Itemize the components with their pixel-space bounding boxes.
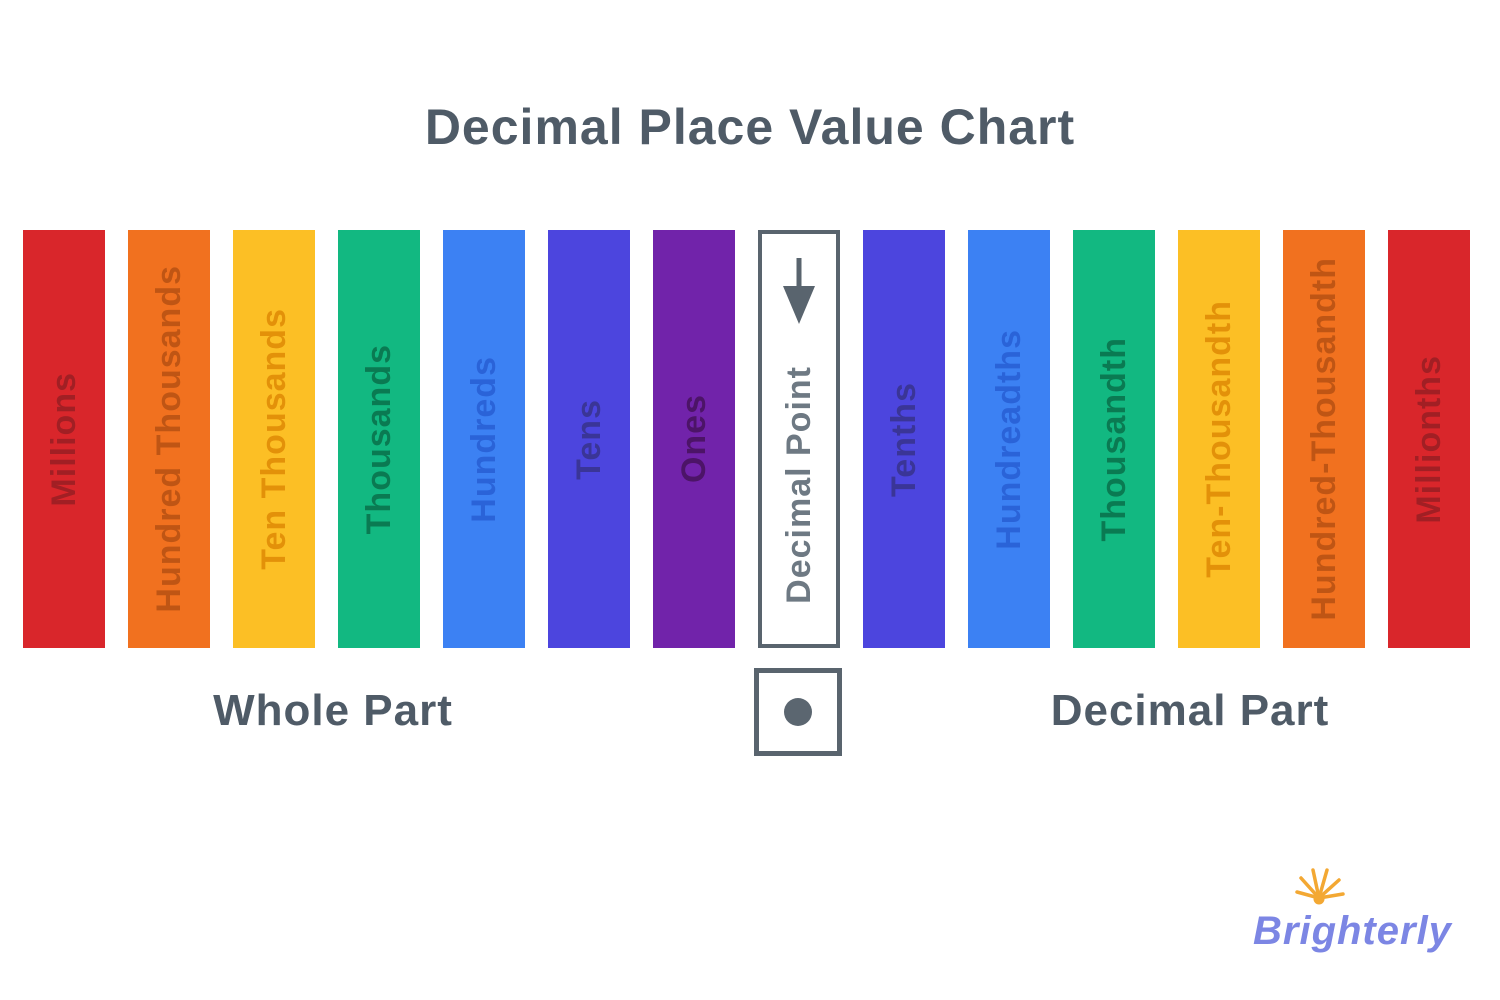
whole-part-label: Whole Part [213,686,453,735]
place-value-bar-ten-thousandth: Ten-Thousandth [1178,230,1260,648]
place-value-bar-tens: Tens [548,230,630,648]
place-value-bar-hundreds: Hundreds [443,230,525,648]
place-value-bar-hundred-thousands: Hundred Thousands [128,230,210,648]
decimal-part-label: Decimal Part [1050,686,1330,735]
place-value-bar-label: Millionths [1409,354,1448,524]
place-value-bar-decimal-point: Decimal Point [758,230,840,648]
page-title: Decimal Place Value Chart [424,99,1076,155]
place-value-bar-millions: Millions [23,230,105,648]
brand-logo: Brighterly [1253,866,1453,956]
arrow-down-icon [783,258,815,324]
place-value-bar-label: Hundreadths [989,328,1028,550]
place-value-bar-label: Ten-Thousandth [1199,300,1238,578]
place-value-bar-ones: Ones [653,230,735,648]
place-value-bar-label: Tenths [884,381,923,497]
place-value-bar-label: Hundred-Thousandth [1304,257,1343,621]
place-value-bar-label: Ones [674,394,713,484]
place-value-bar-millionths: Millionths [1388,230,1470,648]
place-value-bar-label: Hundreds [464,355,503,523]
place-value-bar-ten-thousands: Ten Thousands [233,230,315,648]
place-value-bar-label: Thousandth [1094,336,1133,542]
decimal-point-label-wrap: Decimal Point [780,326,819,644]
place-value-bar-label: Decimal Point [779,366,818,604]
place-value-bar-thousandth: Thousandth [1073,230,1155,648]
place-value-bar-label: Tens [569,398,608,480]
brand-name: Brighterly [1253,909,1452,953]
place-value-bar-label: Hundred Thousands [149,265,188,613]
place-value-bar-label: Millions [44,371,83,507]
decimal-point-box [754,668,842,756]
decimal-dot-icon [784,698,812,726]
place-value-bar-label: Thousands [359,343,398,535]
place-value-bar-hundreadths: Hundreadths [968,230,1050,648]
place-value-bar-hundred-thousandth: Hundred-Thousandth [1283,230,1365,648]
sun-icon [1295,868,1345,905]
place-value-bar-label: Ten Thousands [254,308,293,570]
place-value-bar-tenths: Tenths [863,230,945,648]
place-value-bar-thousands: Thousands [338,230,420,648]
